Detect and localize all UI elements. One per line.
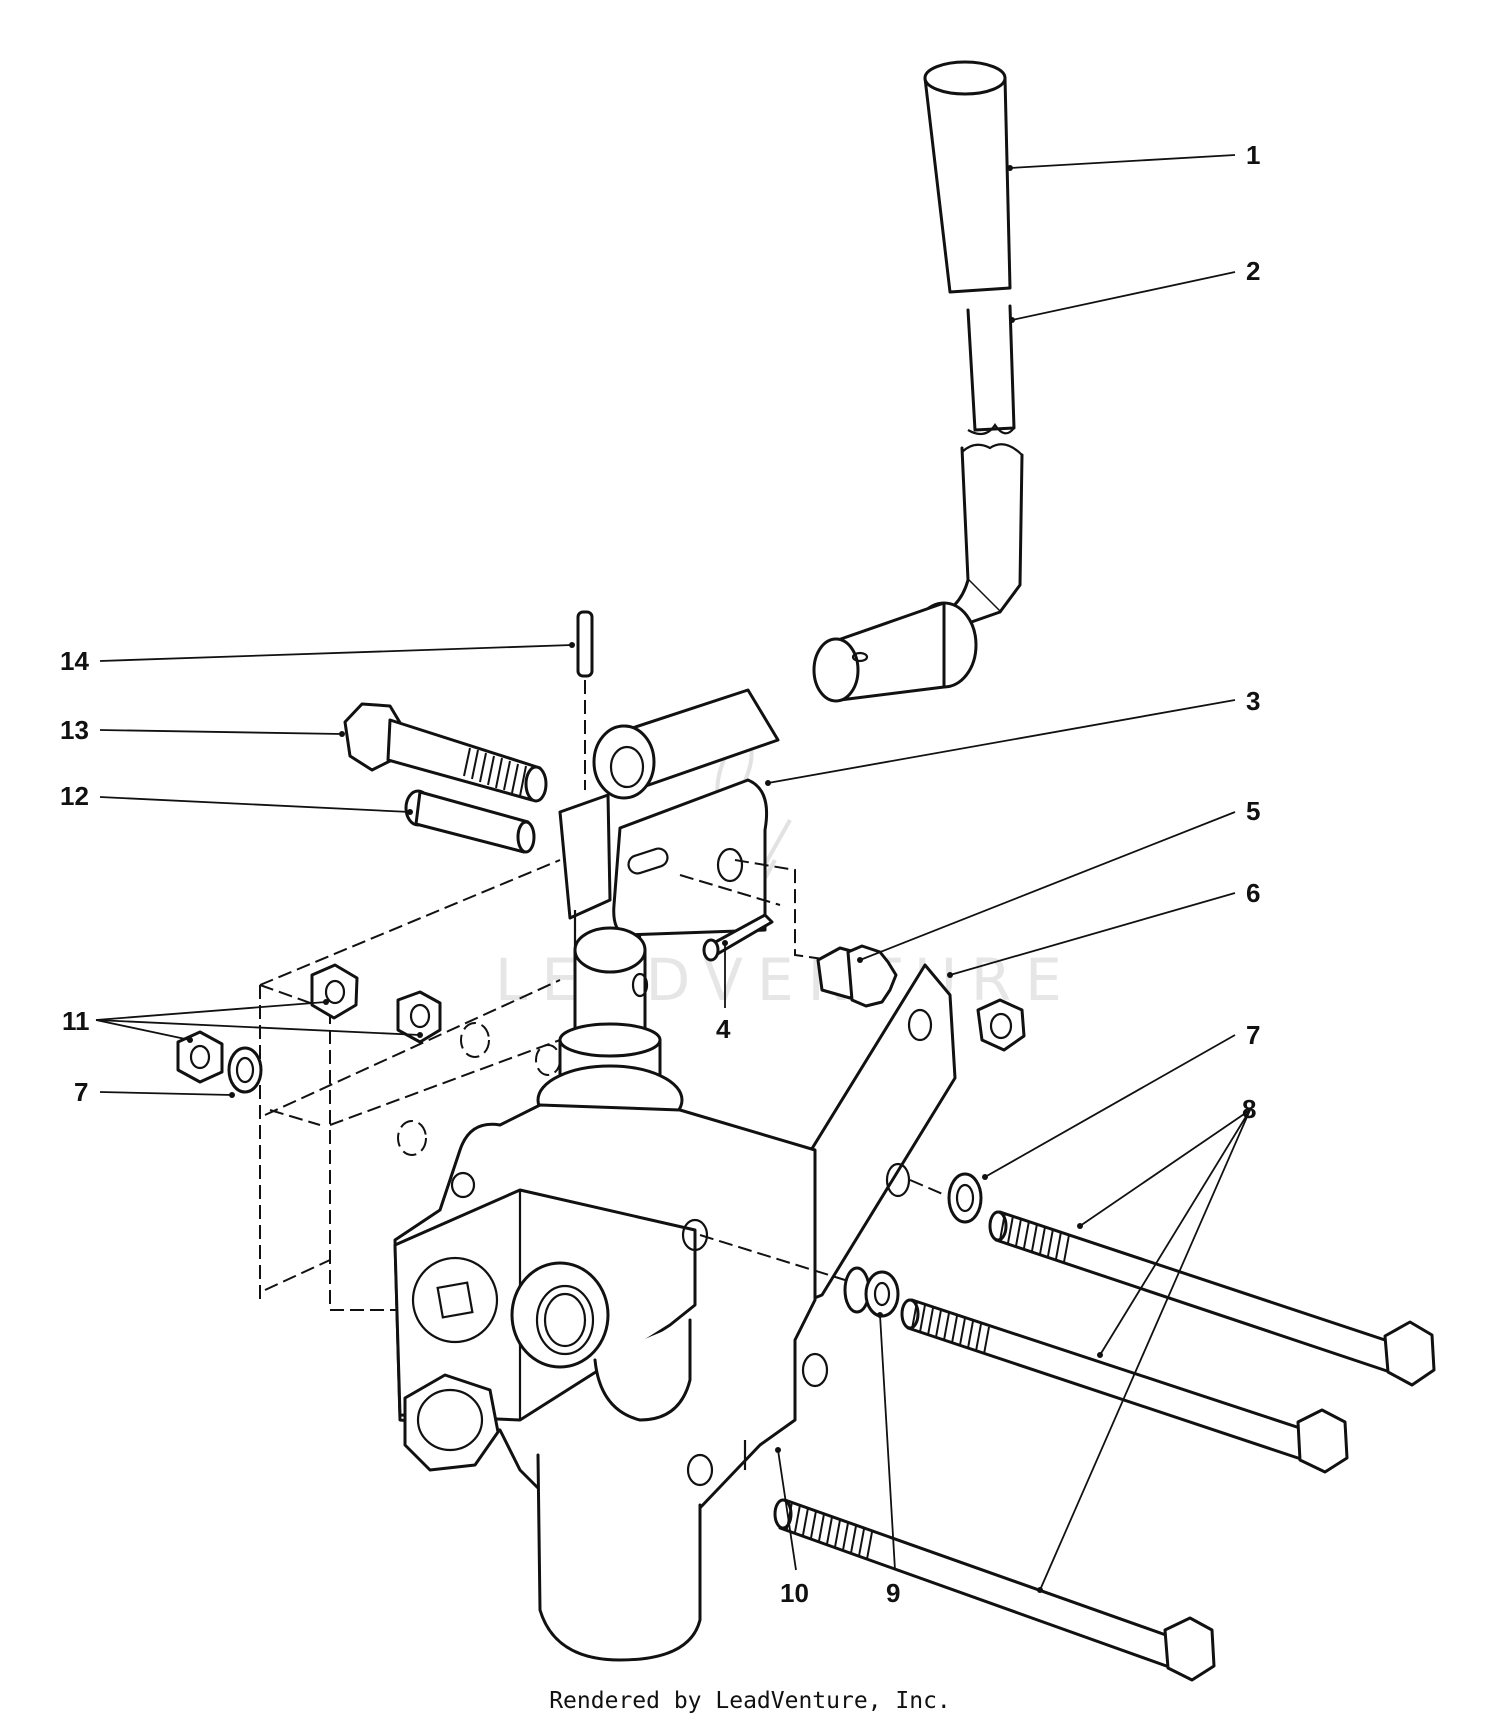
callout-12: 12	[60, 781, 89, 811]
pivot-bracket	[558, 688, 780, 962]
pivot-bolt	[343, 702, 548, 803]
handle-grip	[923, 60, 1012, 294]
callout-3: 3	[1246, 686, 1260, 716]
lock-nut	[976, 998, 1026, 1052]
hex-nuts	[176, 963, 442, 1084]
callout-labels: 1 2 3 4 5 6 7 8 9 10 11 7 12 13 14	[60, 140, 1260, 1608]
callout-13: 13	[60, 715, 89, 745]
callout-9: 9	[886, 1578, 900, 1608]
clevis-pin	[404, 789, 536, 854]
leader-lines	[95, 154, 1251, 1593]
callout-7-right: 7	[1246, 1020, 1260, 1050]
callout-14: 14	[60, 646, 89, 676]
lock-washer-left	[227, 1046, 263, 1094]
frame-channel-outline	[259, 859, 561, 1311]
callout-7-left: 7	[74, 1077, 88, 1107]
footer-credit: Rendered by LeadVenture, Inc.	[549, 1688, 951, 1714]
washers-right	[843, 1172, 983, 1318]
callout-6: 6	[1246, 878, 1260, 908]
roll-pin	[576, 610, 594, 790]
callout-11: 11	[62, 1006, 90, 1036]
callout-2: 2	[1246, 256, 1260, 286]
callout-5: 5	[1246, 796, 1260, 826]
callout-1: 1	[1246, 140, 1260, 170]
long-bolts	[773, 1210, 1436, 1682]
lever-rod	[812, 304, 1024, 703]
callout-10: 10	[780, 1578, 809, 1608]
callout-4: 4	[716, 1014, 731, 1044]
control-valve-body	[393, 926, 829, 1662]
callout-8: 8	[1242, 1094, 1256, 1124]
